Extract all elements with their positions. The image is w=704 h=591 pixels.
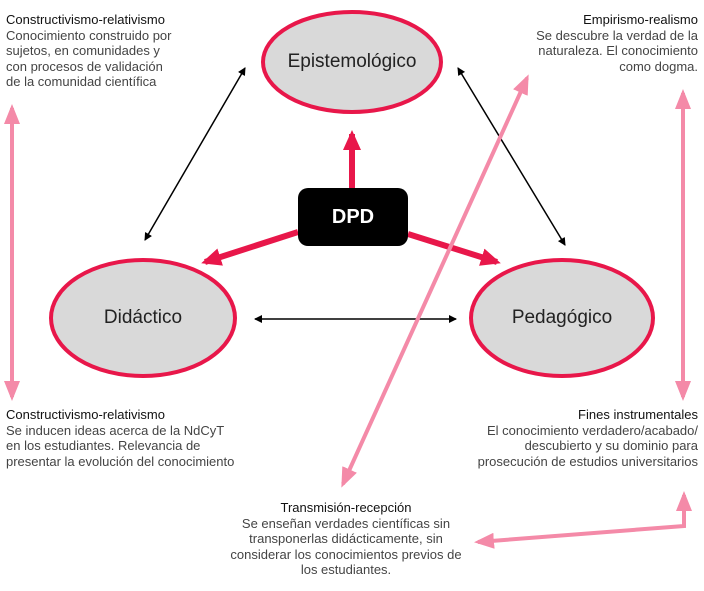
block-title: Empirismo-realismo xyxy=(583,12,698,27)
node-pedagogico: Pedagógico xyxy=(511,307,613,328)
block-line: de la comunidad científica xyxy=(6,74,157,89)
node-epistemologico: Epistemológico xyxy=(287,51,417,72)
block-top-right: Empirismo-realismo Se descubre la verdad… xyxy=(536,12,698,74)
block-bottom-left: Constructivismo-relativismo Se inducen i… xyxy=(6,407,234,469)
block-line: Se enseñan verdades científicas sin xyxy=(241,515,451,531)
arrow-dpd-didactico xyxy=(201,229,299,266)
block-line: los estudiantes. xyxy=(300,562,392,577)
didactico-ellipse xyxy=(49,258,237,378)
block-line: en los estudiantes. Relevancia de xyxy=(6,438,201,453)
block-line: prosecución de estudios universitarios xyxy=(477,453,698,469)
block-line: El conocimiento verdadero/acabado/ xyxy=(486,422,698,438)
arrow-didactico-epistemologico xyxy=(144,67,246,241)
block-line: Se descubre la verdad de la xyxy=(536,27,698,43)
block-title: Transmisión-recepción xyxy=(280,500,412,515)
block-title: Constructivismo-relativismo xyxy=(6,407,165,422)
block-line: Conocimiento construido por xyxy=(6,27,172,43)
block-line: como dogma. xyxy=(619,58,698,74)
block-line: transponerlas didácticamente, sin xyxy=(249,531,443,546)
block-line: naturaleza. El conocimiento xyxy=(538,43,698,58)
block-top-left: Constructivismo-relativismo Conocimiento… xyxy=(6,12,171,90)
block-bottom-right: Fines instrumentales El conocimiento ver… xyxy=(478,407,698,469)
arrow-epistemologico-pedagogico xyxy=(457,67,566,246)
block-line: con procesos de validación xyxy=(6,58,163,74)
block-line: descubierto y su dominio para xyxy=(524,438,698,453)
block-line: Se inducen ideas acerca de la NdCyT xyxy=(6,422,225,438)
block-bottom-center: Transmisión-recepción Se enseñan verdade… xyxy=(196,500,496,578)
pink-arrow-diagonal xyxy=(341,74,529,488)
pink-arrow-bottom xyxy=(474,491,692,549)
node-dpd: DPD xyxy=(298,188,408,246)
block-title: Fines instrumentales xyxy=(578,407,698,422)
node-didactico: Didáctico xyxy=(103,307,183,328)
block-line: considerar los conocimientos previos de xyxy=(230,546,462,562)
block-title: Constructivismo-relativismo xyxy=(6,12,165,27)
block-line: sujetos, en comunidades y xyxy=(6,43,160,58)
block-line: presentar la evolución del conocimiento xyxy=(6,453,235,469)
